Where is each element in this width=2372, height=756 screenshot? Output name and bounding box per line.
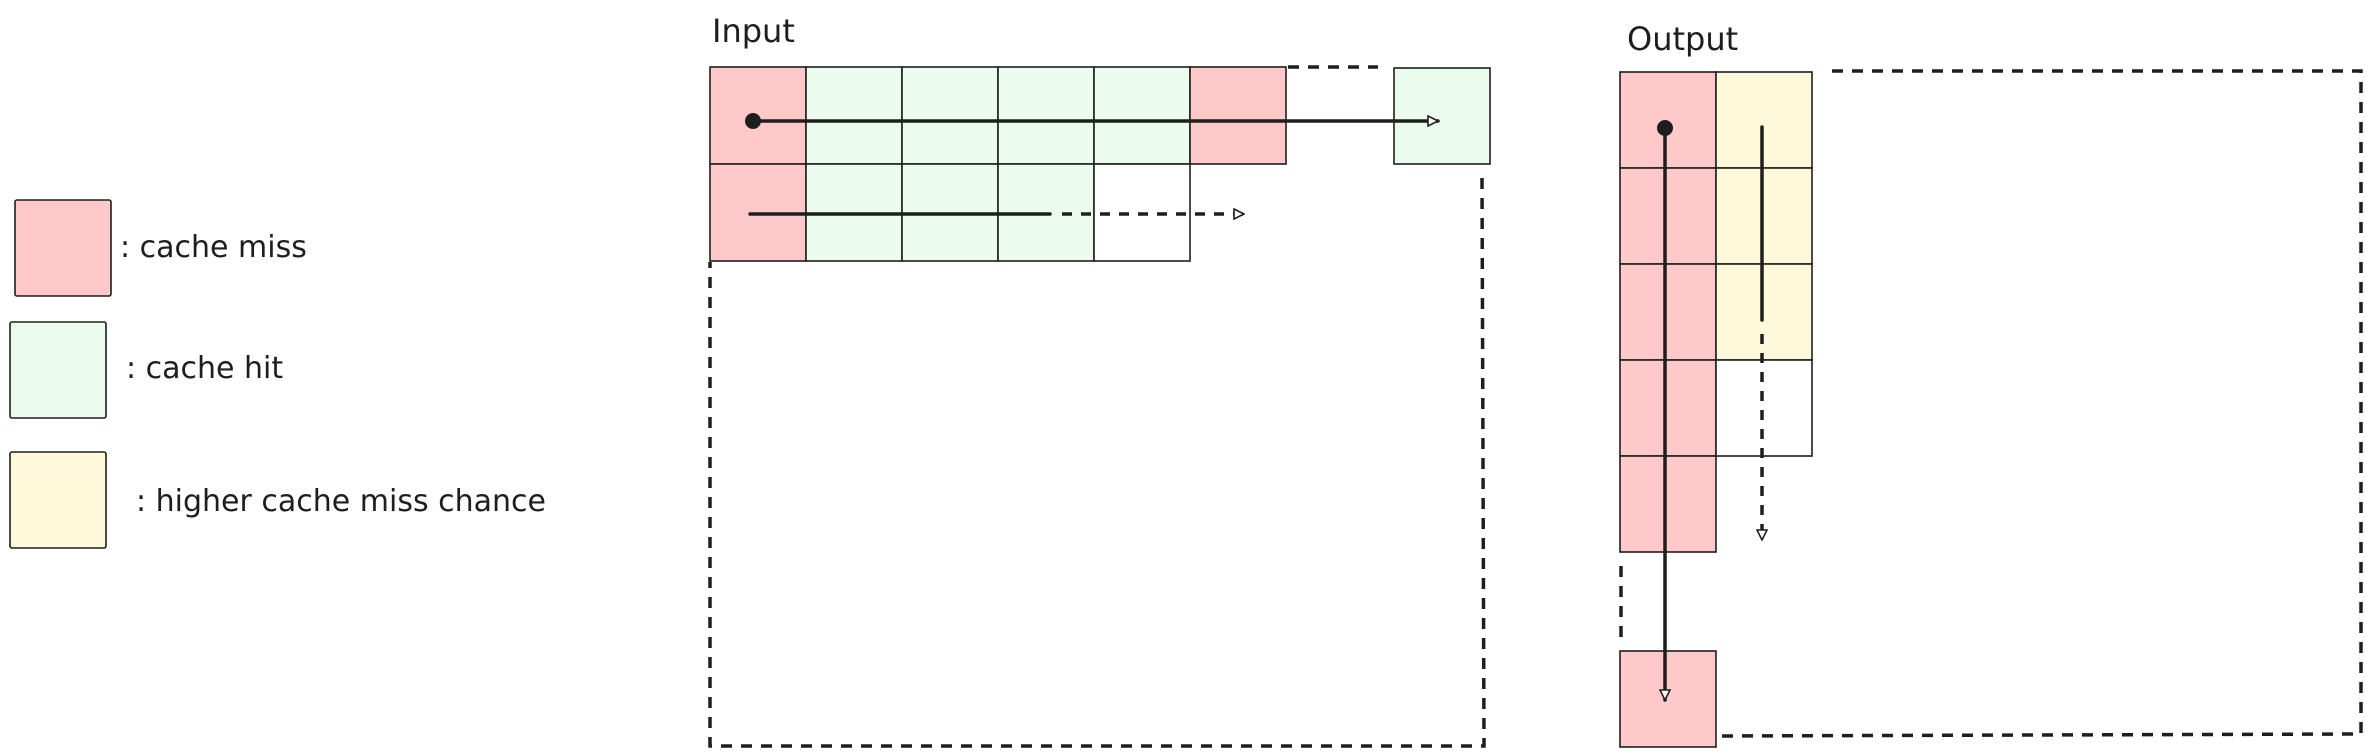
output-cell-c2-r4 xyxy=(1715,359,1813,457)
output-cell-c2-r1 xyxy=(1715,71,1813,169)
output-cell-c1-r1 xyxy=(1619,71,1717,169)
legend-item-cache-hit: : cache hit xyxy=(9,321,283,419)
input-cell-r1-c3 xyxy=(901,66,999,165)
output-cell-far xyxy=(1619,650,1717,748)
input-cell-r1-c6 xyxy=(1189,66,1287,165)
input-title: Input xyxy=(712,12,795,50)
output-matrix-outline xyxy=(1619,69,2363,738)
input-matrix-outline xyxy=(708,65,1486,748)
legend-label-hit: : cache hit xyxy=(126,351,283,386)
output-matrix: Output xyxy=(1619,20,2363,748)
output-cell-c1-r5 xyxy=(1619,455,1717,553)
output-cell-c1-r4 xyxy=(1619,359,1717,457)
input-cells xyxy=(709,66,1491,262)
legend-label-miss: : cache miss xyxy=(120,230,307,265)
legend-item-cache-miss: : cache miss xyxy=(14,199,307,297)
input-cell-r1-c2 xyxy=(805,66,903,165)
legend-label-higher-miss: : higher cache miss chance xyxy=(136,484,546,519)
legend: : cache miss : cache hit : higher cache … xyxy=(9,199,546,549)
legend-swatch-hit xyxy=(9,321,107,419)
input-cell-far xyxy=(1393,67,1491,165)
input-matrix: Input xyxy=(708,12,1491,748)
output-cells xyxy=(1619,71,1813,748)
input-cell-r1-c4 xyxy=(997,66,1095,165)
output-cell-c1-r3 xyxy=(1619,263,1717,361)
output-title: Output xyxy=(1627,20,1738,58)
input-cell-r1-c5 xyxy=(1093,66,1191,165)
legend-item-higher-cache-miss: : higher cache miss chance xyxy=(9,451,546,549)
output-cell-c2-r2 xyxy=(1715,167,1813,265)
legend-swatch-higher-miss xyxy=(9,451,107,549)
output-cell-c1-r2 xyxy=(1619,167,1717,265)
legend-swatch-miss xyxy=(14,199,112,297)
output-cell-c2-r3 xyxy=(1715,263,1813,361)
